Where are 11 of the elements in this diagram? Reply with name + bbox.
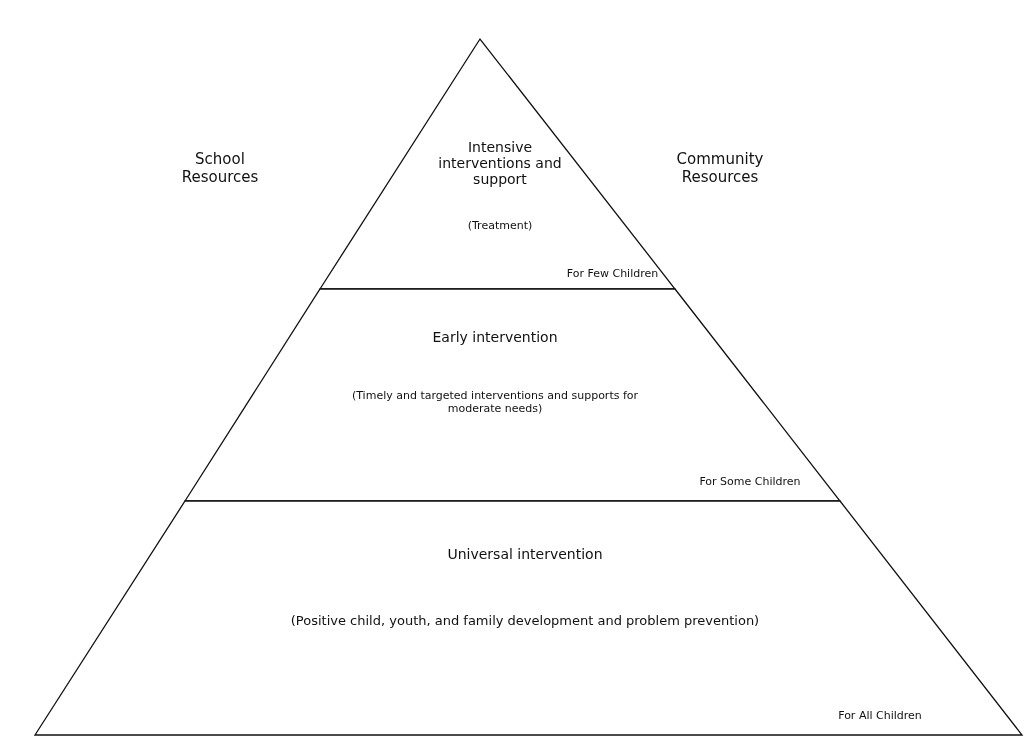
side-label: Community Resources [675, 150, 765, 186]
tier-title: Early intervention [431, 329, 559, 345]
side-label: School Resources [180, 150, 260, 186]
tier-description: (Timely and targeted interventions and supports for moderate needs) [350, 389, 640, 415]
tier-description: (Positive child, youth, and family development and problem prevention) [289, 613, 761, 628]
tier-title: Intensive interventions and support [437, 139, 563, 187]
tier-description: (Treatment) [466, 219, 534, 232]
audience-note: For All Children [837, 709, 923, 722]
tier-title: Universal intervention [446, 546, 604, 562]
audience-note: For Some Children [698, 475, 802, 488]
audience-note: For Few Children [565, 267, 660, 280]
